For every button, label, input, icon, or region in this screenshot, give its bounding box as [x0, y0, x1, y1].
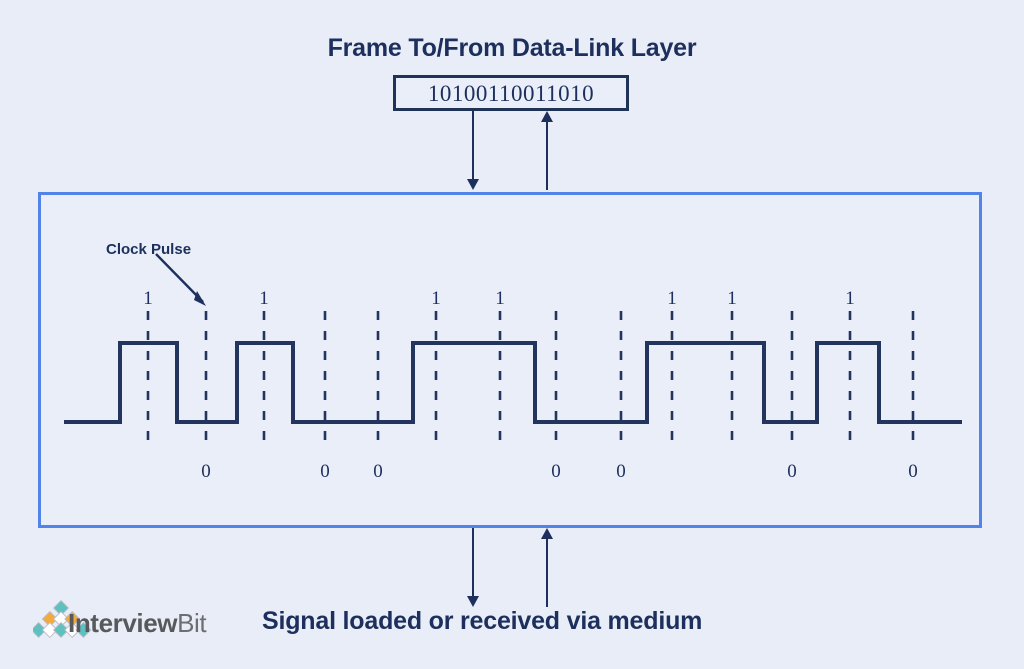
page-title: Frame To/From Data-Link Layer — [327, 34, 697, 62]
bit-label-one: 1 — [667, 288, 677, 309]
signal-waveform: 1 0 1 0 0 1 1 0 0 1 1 0 1 0 — [64, 253, 962, 482]
bit-label-one: 1 — [727, 288, 737, 309]
arrow-up-to-frame — [541, 111, 553, 190]
medium-caption: Signal loaded or received via medium — [262, 607, 703, 635]
bit-label-zero: 0 — [616, 461, 626, 482]
signal-trace — [64, 341, 962, 424]
bit-label-zero: 0 — [201, 461, 211, 482]
arrow-shaft — [472, 111, 474, 181]
logo-diamond — [64, 621, 81, 639]
interviewbit-wordmark: InterviewBit — [68, 608, 207, 639]
bit-label-one: 1 — [259, 288, 269, 309]
clock-dashed-lines — [146, 311, 915, 448]
arrow-down-to-medium — [467, 111, 479, 190]
bit-label-one: 1 — [143, 288, 153, 309]
logo-diamond — [41, 621, 58, 639]
arrowhead-up-icon — [541, 528, 553, 539]
logo-diamond — [52, 621, 70, 639]
arrow-up-into-medium — [541, 528, 553, 607]
bit-label-zero: 0 — [320, 461, 330, 482]
clock-pulse-label: Clock Pulse — [106, 241, 192, 258]
logo-diamond — [33, 621, 47, 639]
bit-label-one: 1 — [845, 288, 855, 309]
bit-label-zero: 0 — [908, 461, 918, 482]
logo-diamond — [75, 621, 92, 639]
arrow-shaft — [546, 121, 548, 190]
bit-label-zero: 0 — [787, 461, 797, 482]
medium-box — [38, 192, 982, 528]
interviewbit-logo-icon — [33, 599, 92, 639]
clock-pulse-pointer-arrow — [155, 253, 206, 306]
bit-label-one: 1 — [495, 288, 505, 309]
arrowhead-down-icon — [467, 596, 479, 607]
arrow-down-from-medium — [467, 528, 479, 607]
logo-name-thin: Bit — [177, 608, 207, 638]
bit-label-zero: 0 — [551, 461, 561, 482]
bit-label-zero: 0 — [373, 461, 383, 482]
frame-bits-box: 10100110011010 — [393, 75, 629, 111]
bit-label-one: 1 — [431, 288, 441, 309]
logo-name-bold: Interview — [68, 608, 178, 638]
arrow-shaft — [472, 528, 474, 598]
arrowhead-down-icon — [467, 179, 479, 190]
frame-bits-value: 10100110011010 — [427, 80, 595, 106]
arrow-shaft — [546, 538, 548, 607]
bit-value-labels: 1 0 1 0 0 1 1 0 0 1 1 0 1 0 — [143, 288, 918, 482]
arrowhead-up-icon — [541, 111, 553, 122]
